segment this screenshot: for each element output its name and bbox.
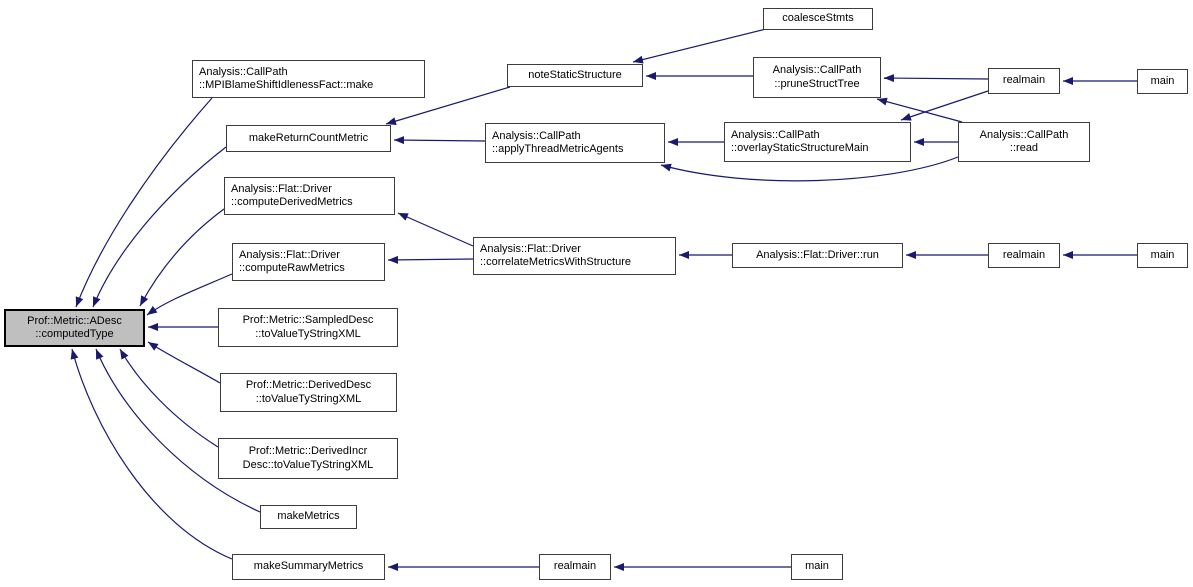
node-derivedIncrToValueTy[interactable]: Prof::Metric::DerivedIncr Desc::toValueT…: [218, 438, 398, 479]
node-mainMid[interactable]: main: [1137, 243, 1188, 268]
node-noteStaticStructure[interactable]: noteStaticStructure: [507, 64, 643, 87]
node-mainBot[interactable]: main: [791, 554, 843, 580]
node-run[interactable]: Analysis::Flat::Driver::run: [732, 243, 903, 268]
node-coalesceStmts[interactable]: coalesceStmts: [763, 8, 873, 30]
node-realmainMid[interactable]: realmain: [988, 243, 1060, 268]
node-realmainTop[interactable]: realmain: [988, 68, 1060, 94]
node-mpibMake[interactable]: Analysis::CallPath ::MPIBlameShiftIdlene…: [192, 60, 425, 98]
edge-mpibMake-to-computedType: [75, 97, 213, 308]
edge-computeDerivedMetrics-to-computedType: [139, 208, 225, 307]
node-makeReturnCountMetric[interactable]: makeReturnCountMetric: [226, 125, 391, 152]
edge-realmainTop-to-pruneStructTree: [883, 74, 989, 83]
node-correlateMetricsWithStructure[interactable]: Analysis::Flat::Driver ::correlateMetric…: [473, 237, 676, 275]
node-read[interactable]: Analysis::CallPath ::read: [958, 122, 1090, 162]
edge-computeRawMetrics-to-computedType: [146, 273, 233, 316]
node-derivedToValueTy[interactable]: Prof::Metric::DerivedDesc ::toValueTyStr…: [220, 373, 397, 412]
edge-read-to-pruneStructTree: [876, 97, 963, 123]
node-sampledToValueTy[interactable]: Prof::Metric::SampledDesc ::toValueTyStr…: [218, 308, 398, 347]
edge-correlateMetricsWithStructure-to-computeDerivedMetrics: [397, 212, 474, 247]
node-makeSummaryMetrics[interactable]: makeSummaryMetrics: [232, 554, 385, 580]
edge-makeSummaryMetrics-to-computedType: [70, 348, 233, 560]
node-pruneStructTree[interactable]: Analysis::CallPath ::pruneStructTree: [753, 57, 881, 98]
node-applyThreadMetricAgents[interactable]: Analysis::CallPath ::applyThreadMetricAg…: [485, 123, 665, 163]
edge-applyThreadMetricAgents-to-makeReturnCountMetric: [393, 136, 486, 145]
edge-correlateMetricsWithStructure-to-computeRawMetrics: [387, 255, 474, 264]
edge-realmainTop-to-overlayStaticStructureMain: [900, 90, 989, 121]
edge-coalesceStmts-to-noteStaticStructure: [632, 28, 767, 64]
node-makeMetrics[interactable]: makeMetrics: [260, 505, 357, 529]
node-realmainBot[interactable]: realmain: [539, 554, 611, 580]
edge-noteStaticStructure-to-makeReturnCountMetric: [385, 86, 511, 125]
node-computeRawMetrics[interactable]: Analysis::Flat::Driver ::computeRawMetri…: [232, 243, 385, 281]
node-mainTop[interactable]: main: [1137, 69, 1188, 94]
edge-makeReturnCountMetric-to-computedType: [92, 146, 227, 308]
node-overlayStaticStructureMain[interactable]: Analysis::CallPath ::overlayStaticStruct…: [724, 122, 911, 162]
edge-derivedIncrToValueTy-to-computedType: [119, 348, 219, 448]
edge-read-to-applyThreadMetricAgents: [660, 156, 959, 182]
node-computedType: Prof::Metric::ADesc ::computedType: [4, 309, 145, 347]
edge-derivedToValueTy-to-computedType: [147, 341, 221, 384]
node-computeDerivedMetrics[interactable]: Analysis::Flat::Driver ::computeDerivedM…: [224, 177, 395, 215]
edge-makeMetrics-to-computedType: [95, 348, 261, 513]
